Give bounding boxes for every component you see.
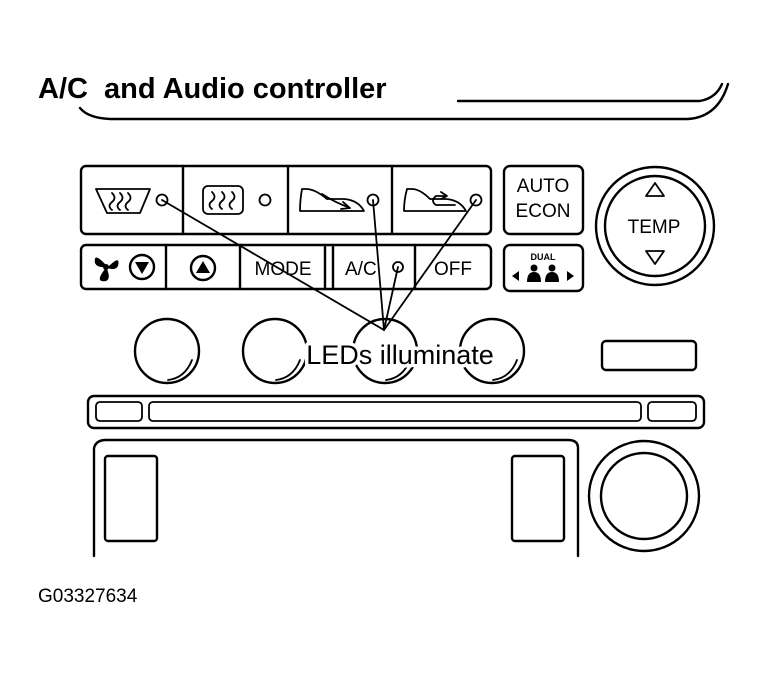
temp-up-arrow-icon [645,182,665,197]
callout-label: LEDs illuminate [306,340,494,370]
upper-button-strip [79,164,493,236]
fresh-air-icon [403,188,467,212]
ac-button-label: A/C [345,259,377,280]
front-defroster-led [155,193,169,207]
fan-down-button[interactable] [85,248,163,286]
auto-label: AUTO [517,176,569,197]
fresh-air-button[interactable] [396,170,487,230]
rear-defroster-icon [202,185,244,215]
led-callout-lines [161,199,477,331]
title-bracket [78,82,730,121]
dual-button[interactable]: DUAL [502,243,585,293]
ac-button[interactable]: A/C [336,248,412,286]
mode-button[interactable]: MODE [243,248,322,286]
temp-knob[interactable]: TEMP [594,165,716,287]
fresh-air-led [469,193,483,207]
ac-led [392,261,404,273]
callout-halo: LEDs illuminate [306,340,494,370]
front-defroster-icon [95,188,151,214]
slot-left-button[interactable] [95,401,143,422]
knob-2[interactable] [241,317,309,385]
fan-up-button[interactable] [169,248,237,286]
lower-left-button[interactable] [103,454,159,543]
lower-right-button[interactable] [510,454,566,543]
audio-slot-bar [86,394,706,430]
recirculate-air-icon [299,188,365,212]
rear-defroster-button[interactable] [187,170,284,230]
auto-econ-button[interactable]: AUTO ECON [502,164,585,236]
fan-icon [94,257,119,282]
temp-label: TEMP [628,217,681,238]
knob-1[interactable] [133,317,201,385]
off-button[interactable]: OFF [418,248,488,286]
slot-right-button[interactable] [647,401,697,422]
fan-down-icon [128,253,156,281]
off-button-label: OFF [434,259,472,280]
front-defroster-button[interactable] [85,170,179,230]
dual-passengers-icon [512,264,574,282]
volume-knob[interactable] [587,439,701,553]
display-window [600,339,698,372]
mode-button-label: MODE [255,259,312,280]
rear-defroster-led [258,193,272,207]
temp-down-arrow-icon [645,250,665,265]
lower-button-strip [79,243,493,291]
fan-up-icon [189,254,217,282]
diagram-title: A/C and Audio controller [38,73,387,105]
figure-code: G03327634 [38,586,138,607]
knob-4[interactable] [458,317,526,385]
econ-label: ECON [516,201,571,222]
dual-label: DUAL [531,252,556,262]
lower-panel-outline [92,438,580,558]
knob-3[interactable] [351,317,419,385]
disc-slot [148,401,642,422]
